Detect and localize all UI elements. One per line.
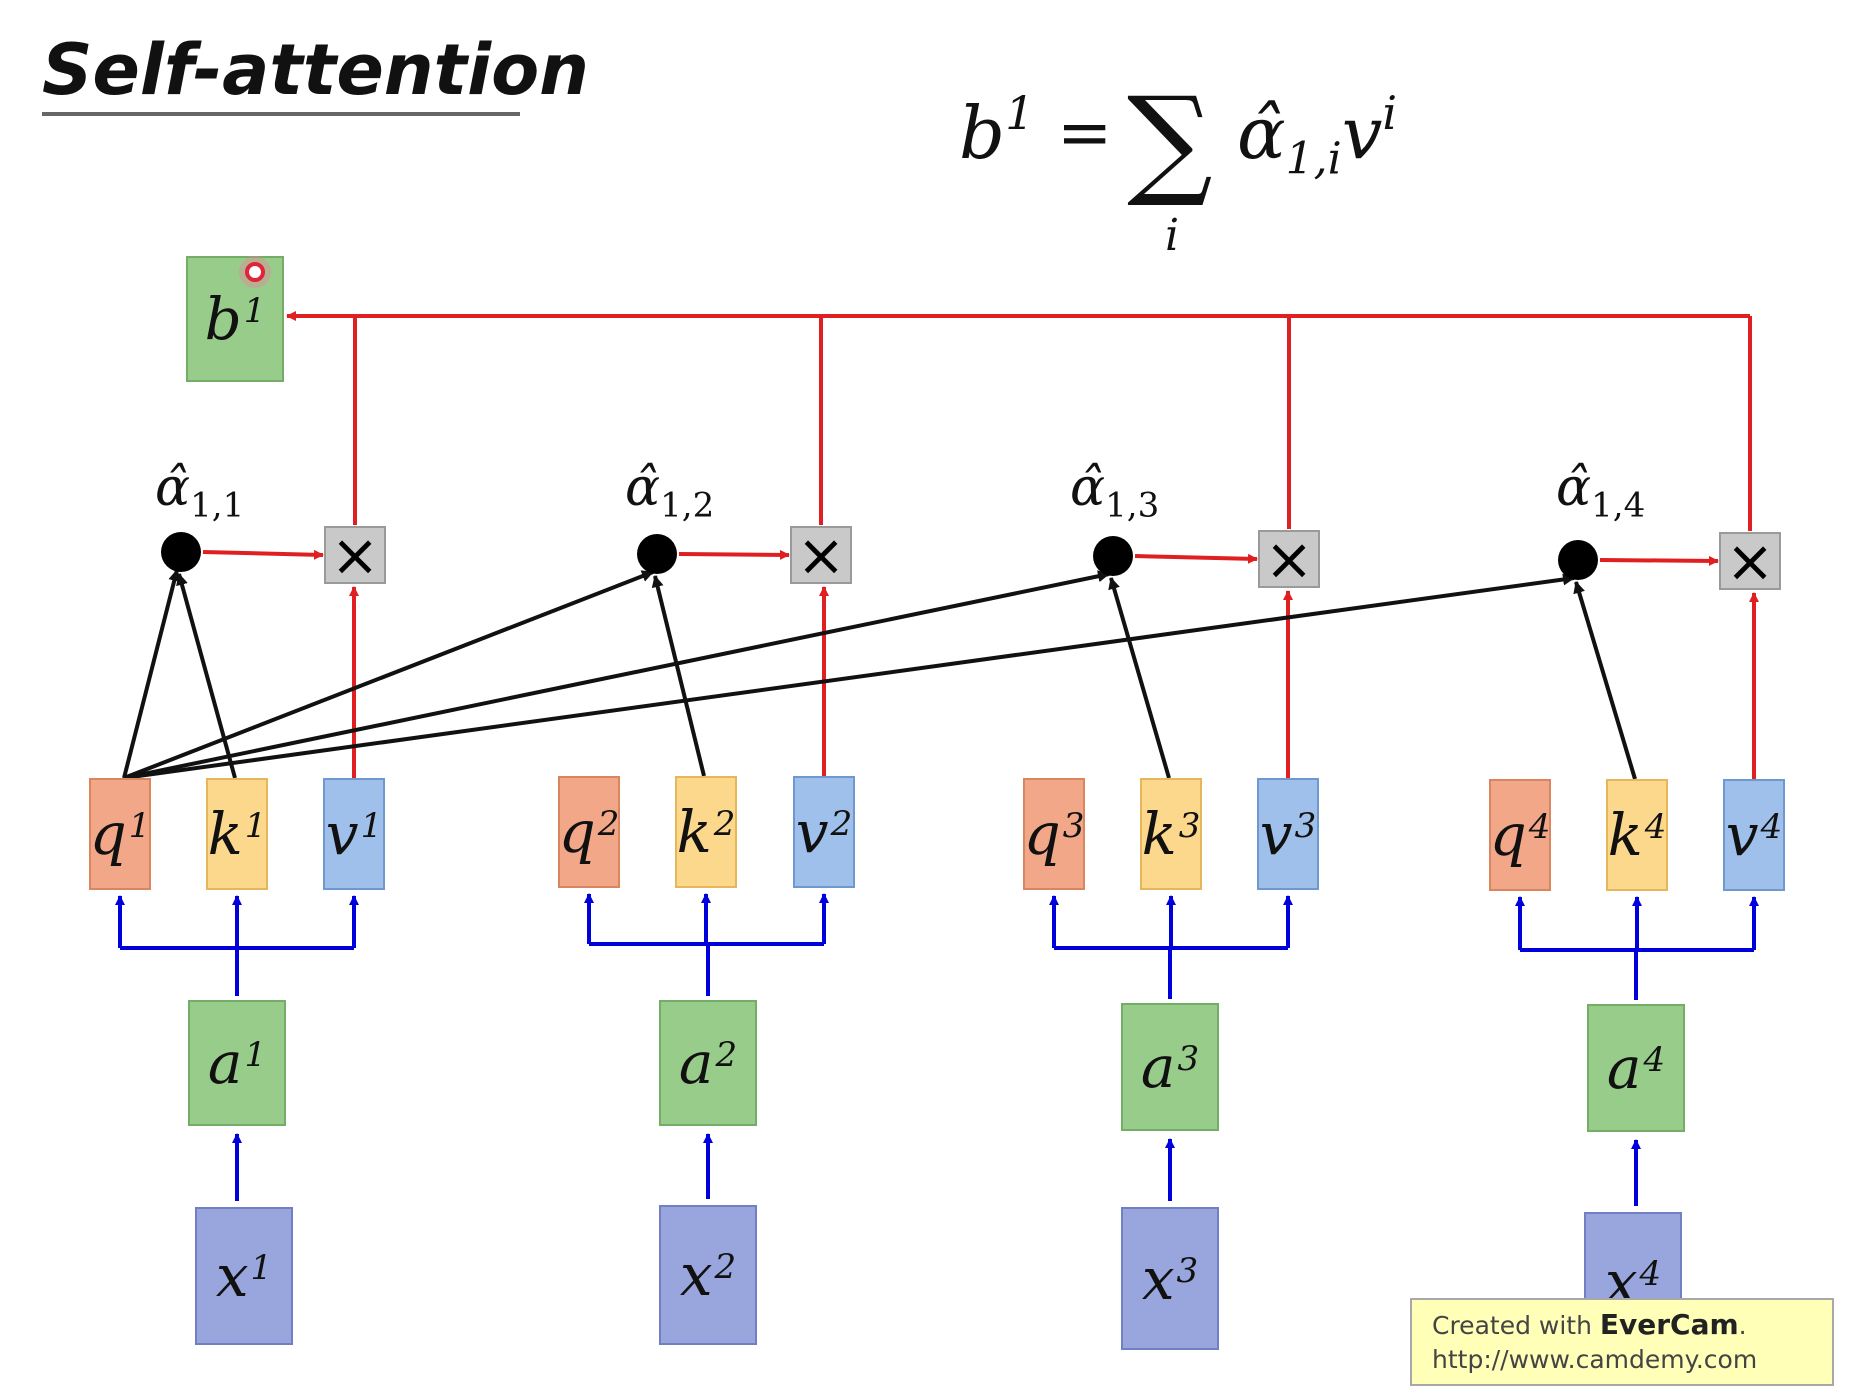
- key-to-score-3: [1108, 577, 1171, 779]
- query1-to-score-1: [122, 569, 181, 779]
- query1-to-score-4: [123, 573, 1575, 780]
- alpha-to-multiply-3: [1134, 553, 1258, 564]
- title-underline: [42, 112, 520, 116]
- alpha-label-1: α̂1,1: [155, 458, 245, 526]
- query1-to-score-2: [123, 570, 654, 780]
- attention-score-node-2: [637, 534, 677, 574]
- key-to-score-4: [1573, 581, 1637, 780]
- sum-index: i: [1165, 210, 1180, 261]
- key-to-score-1: [176, 573, 237, 779]
- multiply-node-4: ×: [1719, 532, 1781, 590]
- multiply-node-3: ×: [1258, 530, 1320, 588]
- alpha-label-4: α̂1,4: [1556, 458, 1646, 526]
- alpha-to-multiply-1: [202, 549, 324, 560]
- attention-score-node-4: [1558, 540, 1598, 580]
- evercam-watermark: Created with EverCam. http://www.camdemy…: [1410, 1298, 1834, 1386]
- key-to-score-2: [651, 575, 706, 777]
- sum-symbol: ∑: [1127, 72, 1213, 211]
- formula-rhs: α̂1,ivi: [1237, 86, 1398, 185]
- alpha-label-3: α̂1,3: [1070, 458, 1160, 526]
- multiply-node-1: ×: [324, 526, 386, 584]
- alpha-to-multiply-2: [678, 549, 790, 560]
- multiply-node-2: ×: [790, 526, 852, 584]
- attention-score-node-3: [1093, 536, 1133, 576]
- watermark-url: http://www.camdemy.com: [1432, 1345, 1758, 1374]
- formula-equals: =: [1057, 94, 1113, 171]
- mouse-cursor-icon: [245, 262, 265, 282]
- watermark-line-1: Created with EverCam.: [1432, 1308, 1747, 1341]
- weighted-sum-formula: b1 = ∑ i α̂1,ivi: [955, 60, 1475, 262]
- slide-title: Self-attention: [42, 29, 590, 111]
- alpha-to-multiply-4: [1599, 555, 1719, 566]
- alpha-label-2: α̂1,2: [625, 458, 715, 526]
- attention-score-node-1: [161, 532, 201, 572]
- formula-lhs: b1: [959, 86, 1035, 175]
- query1-to-score-3: [123, 570, 1110, 780]
